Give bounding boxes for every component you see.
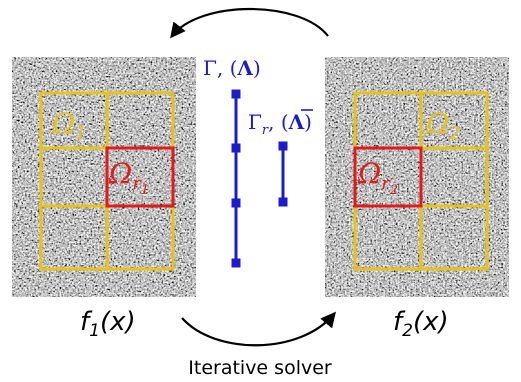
full-mesh: [231, 89, 241, 268]
svg-text:Γr, (Λ): Γr, (Λ): [248, 110, 312, 138]
full-mesh-label: Γ, (Λ): [203, 56, 261, 80]
full-mesh-node: [231, 143, 241, 153]
full-mesh-node: [231, 89, 241, 99]
right-subset-label: Ωr2: [357, 157, 398, 198]
left-subset-label: Ωr1: [108, 157, 149, 198]
bottom-arrow: [181, 311, 336, 347]
left-subset-box: [105, 146, 175, 208]
iterative-solver-caption: Iterative solver: [188, 357, 332, 379]
full-mesh-node: [231, 198, 241, 208]
right-function-label: f2(x): [393, 307, 449, 341]
reduced-mesh-node: [278, 197, 288, 207]
left-speckle-image: [12, 57, 196, 297]
left-function-label: f1(x): [80, 307, 136, 341]
right-subset-box: [353, 146, 423, 208]
top-arrow: [170, 7, 329, 39]
reduced-mesh: [278, 141, 288, 207]
left-grid-label: Ω1: [51, 107, 87, 144]
reduced-mesh-node: [278, 141, 288, 151]
right-grid-label: Ω2: [425, 107, 461, 144]
reduced-mesh-label: Γr, (Λ): [248, 109, 313, 138]
full-mesh-node: [231, 258, 241, 268]
